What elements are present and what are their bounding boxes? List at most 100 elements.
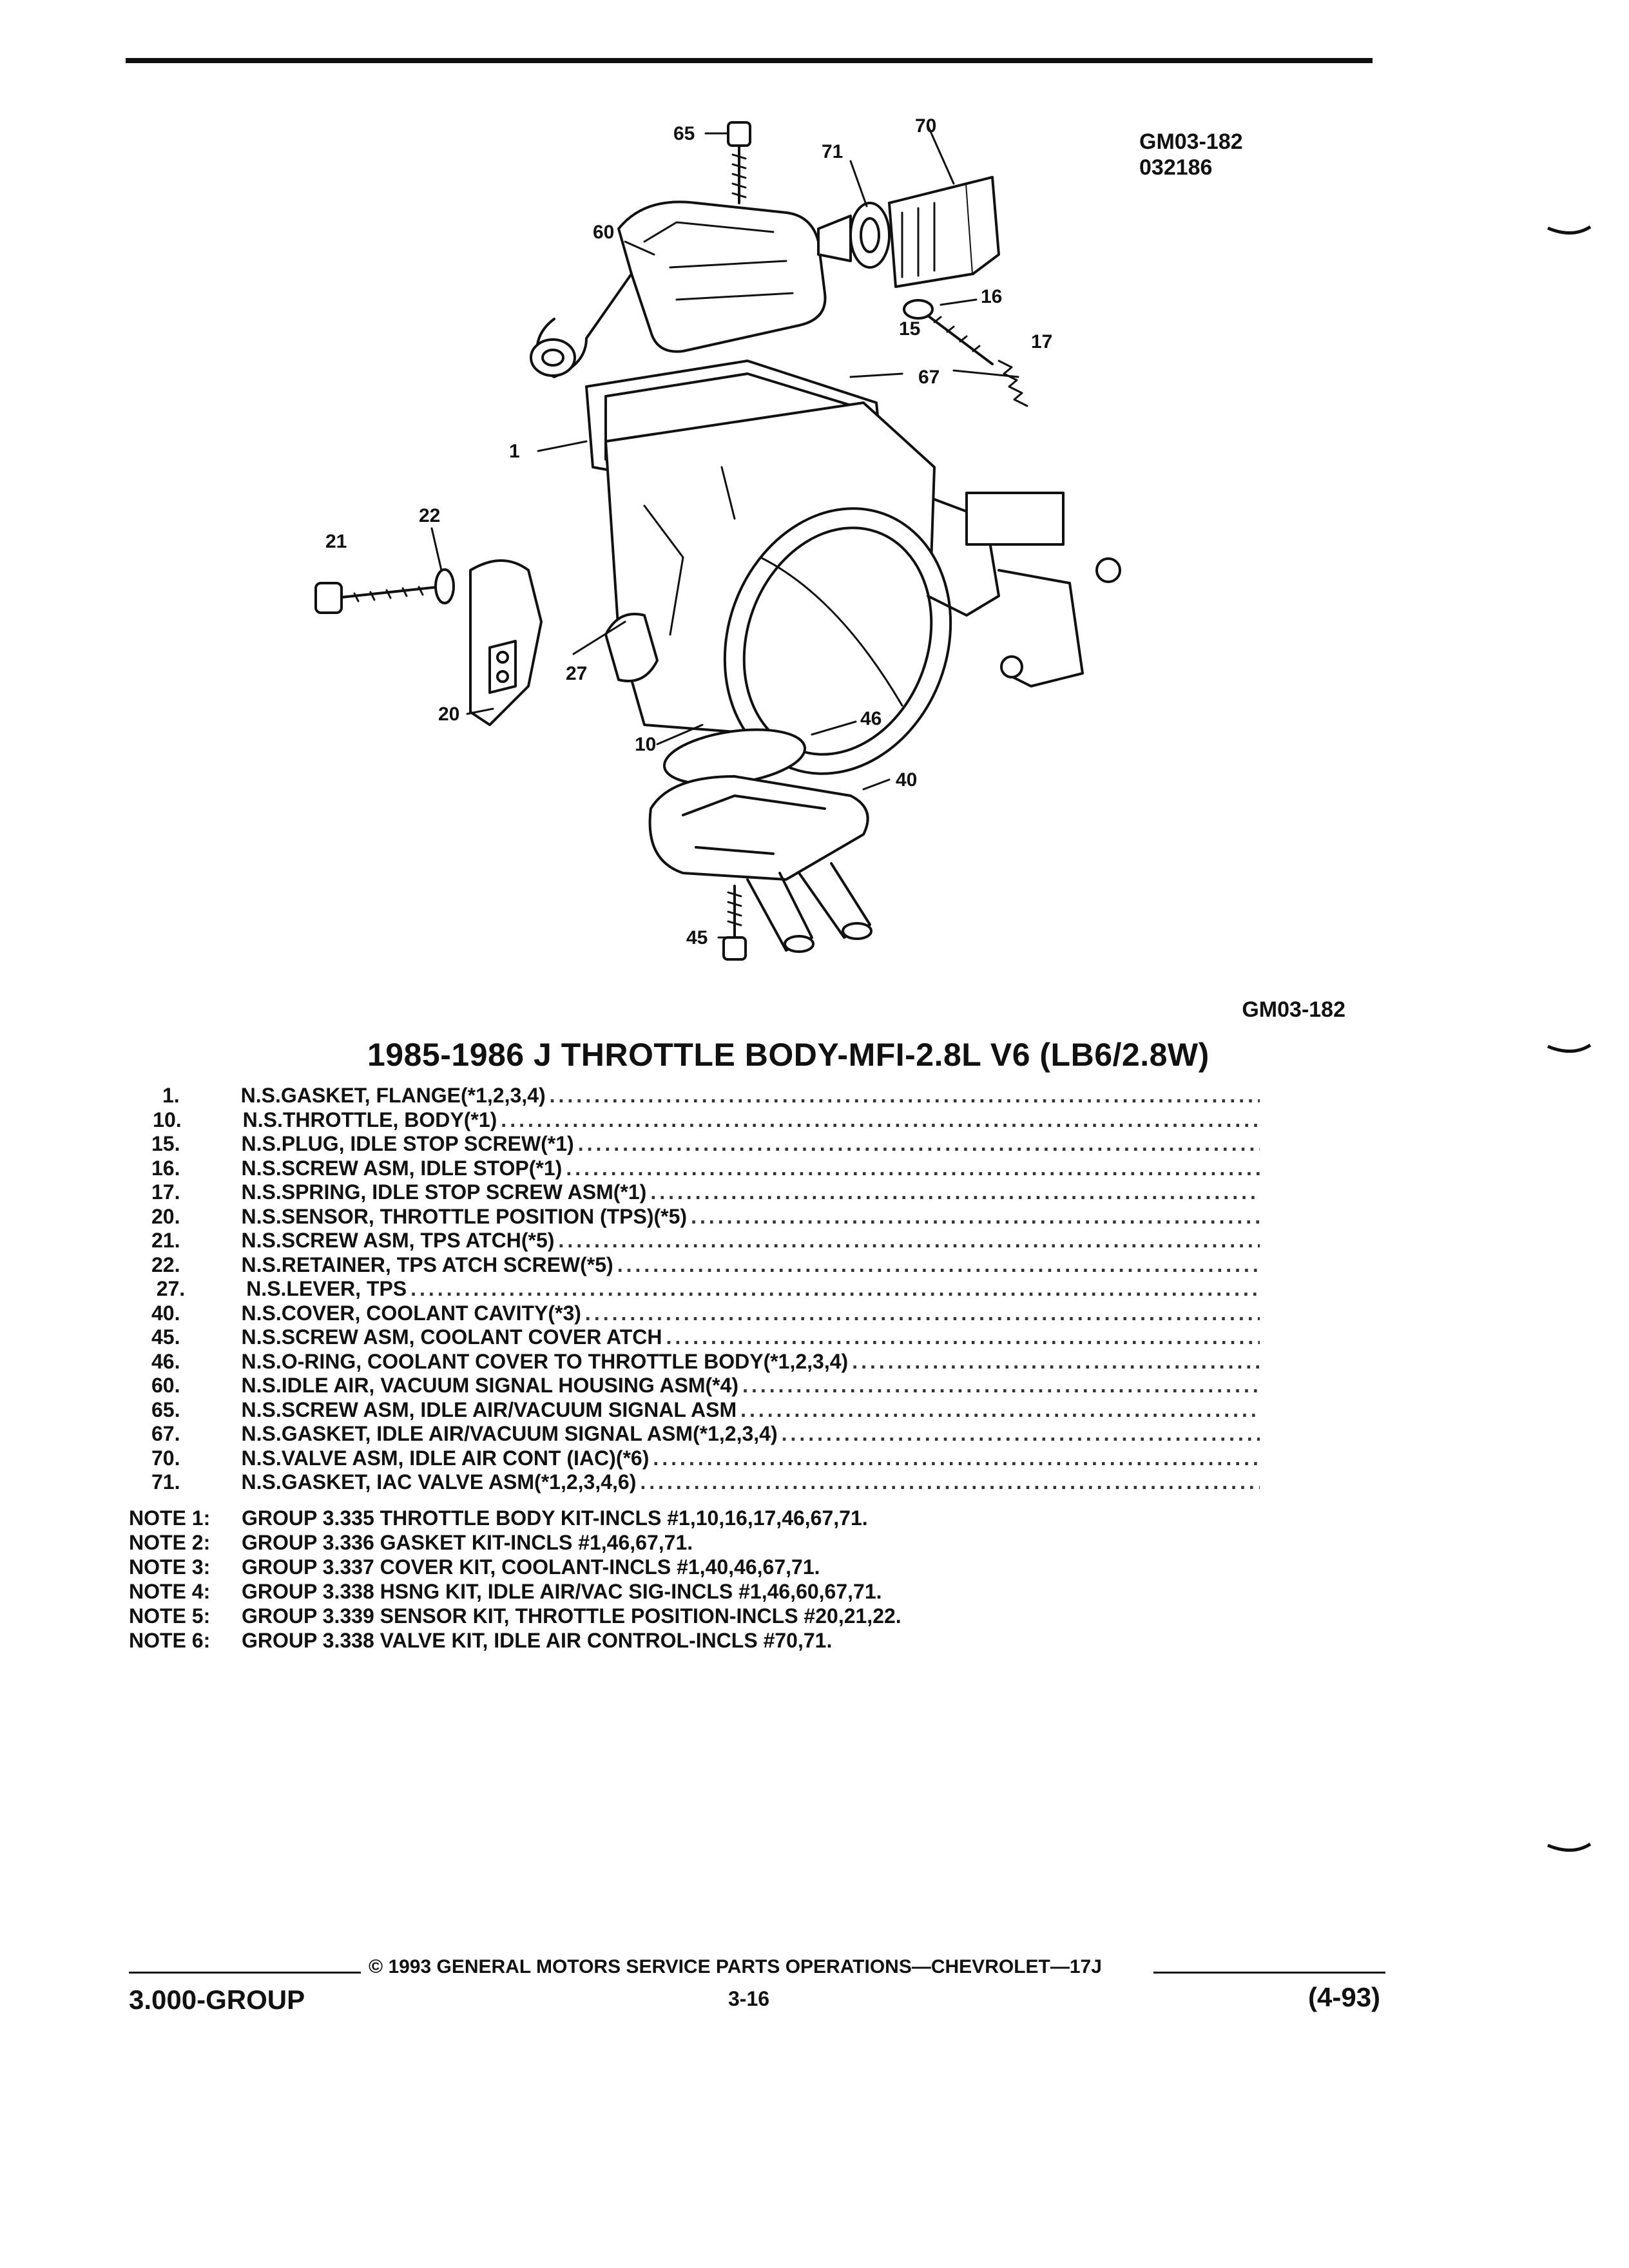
leader-dots: ........................................… bbox=[742, 1374, 1260, 1397]
part-detail: , COOLANT CAVITY(*3) bbox=[354, 1301, 581, 1325]
part-description: PLUG, IDLE STOP SCREW(*1) bbox=[282, 1132, 578, 1157]
leader-dots: ........................................… bbox=[781, 1422, 1260, 1445]
part-detail: , COOLANT COVER ATCH bbox=[409, 1325, 662, 1349]
part-number: 45. bbox=[151, 1325, 180, 1349]
leader-dots: ........................................… bbox=[577, 1132, 1260, 1155]
leader-dots: ........................................… bbox=[566, 1156, 1260, 1180]
part-row: 21.N.S.SCREW ASM, TPS ATCH(*5)..........… bbox=[151, 1229, 1260, 1253]
part-name: SENSOR bbox=[281, 1204, 369, 1228]
part-name: SCREW ASM bbox=[281, 1325, 409, 1349]
idle-stop-screw-drawing bbox=[903, 299, 1028, 407]
callout-16: 16 bbox=[981, 286, 1002, 307]
part-ns: N.S. bbox=[246, 1277, 287, 1300]
note-row: NOTE 1:GROUP 3.335 THROTTLE BODY KIT-INC… bbox=[129, 1506, 901, 1530]
callout-27: 27 bbox=[566, 663, 587, 684]
part-row: 15.N.S.PLUG, IDLE STOP SCREW(*1)........… bbox=[151, 1132, 1260, 1157]
leader-dots: ........................................… bbox=[740, 1398, 1260, 1421]
part-row: 46.N.S.O-RING, COOLANT COVER TO THROTTLE… bbox=[151, 1350, 1260, 1374]
part-ns: N.S. bbox=[241, 1398, 282, 1421]
part-number: 10. bbox=[153, 1108, 182, 1131]
part-row: 67. N.S.GASKET, IDLE AIR/VACUUM SIGNAL AS… bbox=[151, 1422, 1260, 1446]
leader-dots: ........................................… bbox=[691, 1204, 1260, 1228]
part-row: 10.N.S.THROTTLE, BODY(*1)...............… bbox=[151, 1108, 1260, 1133]
tps-assembly-drawing bbox=[314, 559, 659, 726]
part-number: 67. bbox=[151, 1422, 180, 1445]
part-number: 40. bbox=[151, 1301, 180, 1325]
leader-dots: ........................................… bbox=[653, 1446, 1260, 1470]
footer-copyright-line: © 1993 GENERAL MOTORS SERVICE PARTS OPER… bbox=[129, 1956, 1385, 1982]
leader-dots: ........................................… bbox=[650, 1180, 1260, 1204]
part-ns: N.S. bbox=[241, 1156, 282, 1180]
part-ns: N.S. bbox=[241, 1301, 282, 1325]
callout-22: 22 bbox=[419, 505, 440, 526]
note-label: NOTE 4: bbox=[129, 1580, 211, 1603]
figure-id-block: GM03-182 032186 bbox=[1139, 129, 1243, 180]
part-ns: N.S. bbox=[241, 1374, 282, 1397]
part-name: IDLE AIR bbox=[281, 1374, 369, 1397]
part-detail: , BODY(*1) bbox=[392, 1108, 497, 1131]
figure-id: GM03-182 bbox=[1139, 130, 1243, 154]
part-detail: , VACUUM SIGNAL HOUSING ASM(*4) bbox=[369, 1374, 739, 1397]
part-number: 22. bbox=[151, 1253, 180, 1276]
part-name: SCREW ASM bbox=[281, 1156, 409, 1180]
footer-copyright: © 1993 GENERAL MOTORS SERVICE PARTS OPER… bbox=[369, 1956, 1102, 1977]
part-number: 70. bbox=[151, 1446, 180, 1470]
part-description: VALVE ASM, IDLE AIR CONT (IAC)(*6) bbox=[282, 1446, 653, 1471]
part-detail: , IDLE STOP SCREW ASM(*1) bbox=[360, 1180, 647, 1204]
callout-71: 71 bbox=[822, 141, 843, 162]
page-title: 1985-1986 J THROTTLE BODY-MFI-2.8L V6 (L… bbox=[367, 1037, 1210, 1073]
part-detail: , THROTTLE POSITION (TPS)(*5) bbox=[368, 1204, 688, 1228]
note-text: GROUP 3.337 COVER KIT, COOLANT-INCLS #1,… bbox=[242, 1555, 820, 1579]
part-description: IDLE AIR, VACUUM SIGNAL HOUSING ASM(*4) bbox=[282, 1374, 742, 1398]
part-row: 65.N.S.SCREW ASM, IDLE AIR/VACUUM SIGNAL… bbox=[151, 1398, 1260, 1423]
part-number: 17. bbox=[151, 1180, 180, 1204]
callout-leader-lines bbox=[430, 124, 1019, 939]
iac-valve-drawing bbox=[817, 176, 1000, 288]
part-ns: N.S. bbox=[241, 1132, 282, 1155]
part-description: O-RING, COOLANT COVER TO THROTTLE BODY(*… bbox=[282, 1350, 852, 1374]
callout-1: 1 bbox=[509, 441, 520, 462]
part-ns: N.S. bbox=[242, 1108, 283, 1131]
leader-dots: ........................................… bbox=[617, 1253, 1260, 1276]
part-row: 60.N.S.IDLE AIR, VACUUM SIGNAL HOUSING A… bbox=[151, 1374, 1260, 1398]
part-detail: , TPS bbox=[355, 1277, 407, 1300]
part-name: SCREW ASM bbox=[281, 1229, 409, 1252]
part-detail: , IDLE AIR/VACUUM SIGNAL ASM(*1,2,3,4) bbox=[365, 1422, 778, 1445]
note-row: NOTE 4: GROUP 3.338 HSNG KIT, IDLE AIR/VA… bbox=[129, 1579, 901, 1604]
callout-46: 46 bbox=[860, 708, 882, 729]
part-description: GASKET, IDLE AIR/VACUUM SIGNAL ASM(*1,2,… bbox=[282, 1422, 782, 1446]
screw-65-drawing bbox=[727, 121, 751, 204]
callout-15: 15 bbox=[899, 318, 920, 340]
part-ns: N.S. bbox=[241, 1422, 282, 1445]
part-ns: N.S. bbox=[240, 1084, 281, 1107]
note-text: GROUP 3.339 SENSOR KIT, THROTTLE POSITIO… bbox=[242, 1604, 901, 1628]
part-detail: , IDLE STOP(*1) bbox=[409, 1156, 563, 1180]
leader-dots: ........................................… bbox=[584, 1301, 1260, 1325]
footer-rule-left bbox=[129, 1972, 361, 1974]
part-name: PLUG bbox=[281, 1132, 339, 1155]
part-name: GASKET bbox=[280, 1084, 365, 1107]
throttle-body-drawing bbox=[604, 401, 1121, 775]
note-text: GROUP 3.338 HSNG KIT, IDLE AIR/VAC SIG-I… bbox=[242, 1580, 882, 1603]
part-name: RETAINER bbox=[281, 1253, 385, 1276]
part-number: 1. bbox=[162, 1084, 180, 1107]
part-detail: , TPS ATCH(*5) bbox=[409, 1229, 555, 1252]
part-number: 16. bbox=[151, 1156, 180, 1180]
callout-40: 40 bbox=[896, 769, 917, 791]
part-description: RETAINER, TPS ATCH SCREW(*5) bbox=[282, 1253, 617, 1278]
screw-45-drawing bbox=[722, 885, 747, 961]
part-ns: N.S. bbox=[241, 1229, 282, 1252]
part-ns: N.S. bbox=[241, 1253, 282, 1276]
parts-list: 1.N.S.GASKET, FLANGE(*1,2,3,4)..........… bbox=[151, 1084, 1260, 1495]
note-label: NOTE 2: bbox=[129, 1531, 211, 1554]
part-detail: , IDLE AIR CONT (IAC)(*6) bbox=[398, 1446, 650, 1470]
footer-date: (4-93) bbox=[1308, 1982, 1381, 2012]
coolant-cover-drawing bbox=[648, 775, 872, 953]
part-number: 21. bbox=[151, 1229, 180, 1252]
part-number: 20. bbox=[151, 1204, 180, 1228]
part-row: 16. N.S.SCREW ASM, IDLE STOP(*1).........… bbox=[151, 1157, 1260, 1181]
part-description: SCREW ASM, IDLE STOP(*1) bbox=[282, 1157, 566, 1181]
callout-67: 67 bbox=[918, 367, 940, 388]
part-description: SCREW ASM, TPS ATCH(*5) bbox=[282, 1229, 559, 1253]
note-row: NOTE 5:GROUP 3.339 SENSOR KIT, THROTTLE … bbox=[129, 1604, 901, 1628]
